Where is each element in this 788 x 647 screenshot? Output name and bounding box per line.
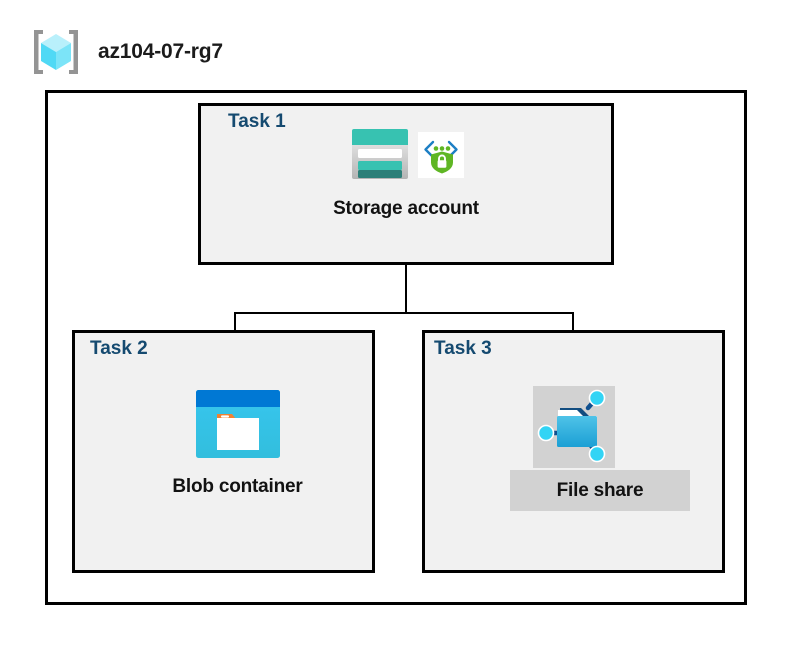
storage-account-icon (351, 129, 408, 179)
blob-container-node: Blob container (150, 388, 325, 498)
task-1-label: Task 1 (228, 111, 286, 132)
connector-distribution-bus (234, 312, 574, 314)
storage-account-caption: Storage account (333, 198, 479, 219)
file-share-label-plate (510, 470, 690, 511)
connector-storage-to-bus (405, 265, 407, 314)
file-share-icon (537, 389, 606, 463)
file-share-node (533, 386, 615, 468)
storage-account-node: Storage account (298, 118, 514, 220)
storage-icon-group (349, 118, 464, 192)
resource-group-icon (34, 30, 78, 74)
storage-security-shield-icon (417, 132, 464, 178)
blob-container-icon (195, 390, 280, 458)
resource-group-title: az104-07-rg7 (98, 40, 223, 63)
task-3-label: Task 3 (434, 338, 492, 359)
task-2-label: Task 2 (90, 338, 148, 359)
blob-container-caption: Blob container (172, 476, 303, 497)
file-share-caption-wrap: File share (510, 470, 690, 511)
file-share-caption: File share (556, 479, 644, 501)
diagram-header: az104-07-rg7 (30, 26, 223, 78)
